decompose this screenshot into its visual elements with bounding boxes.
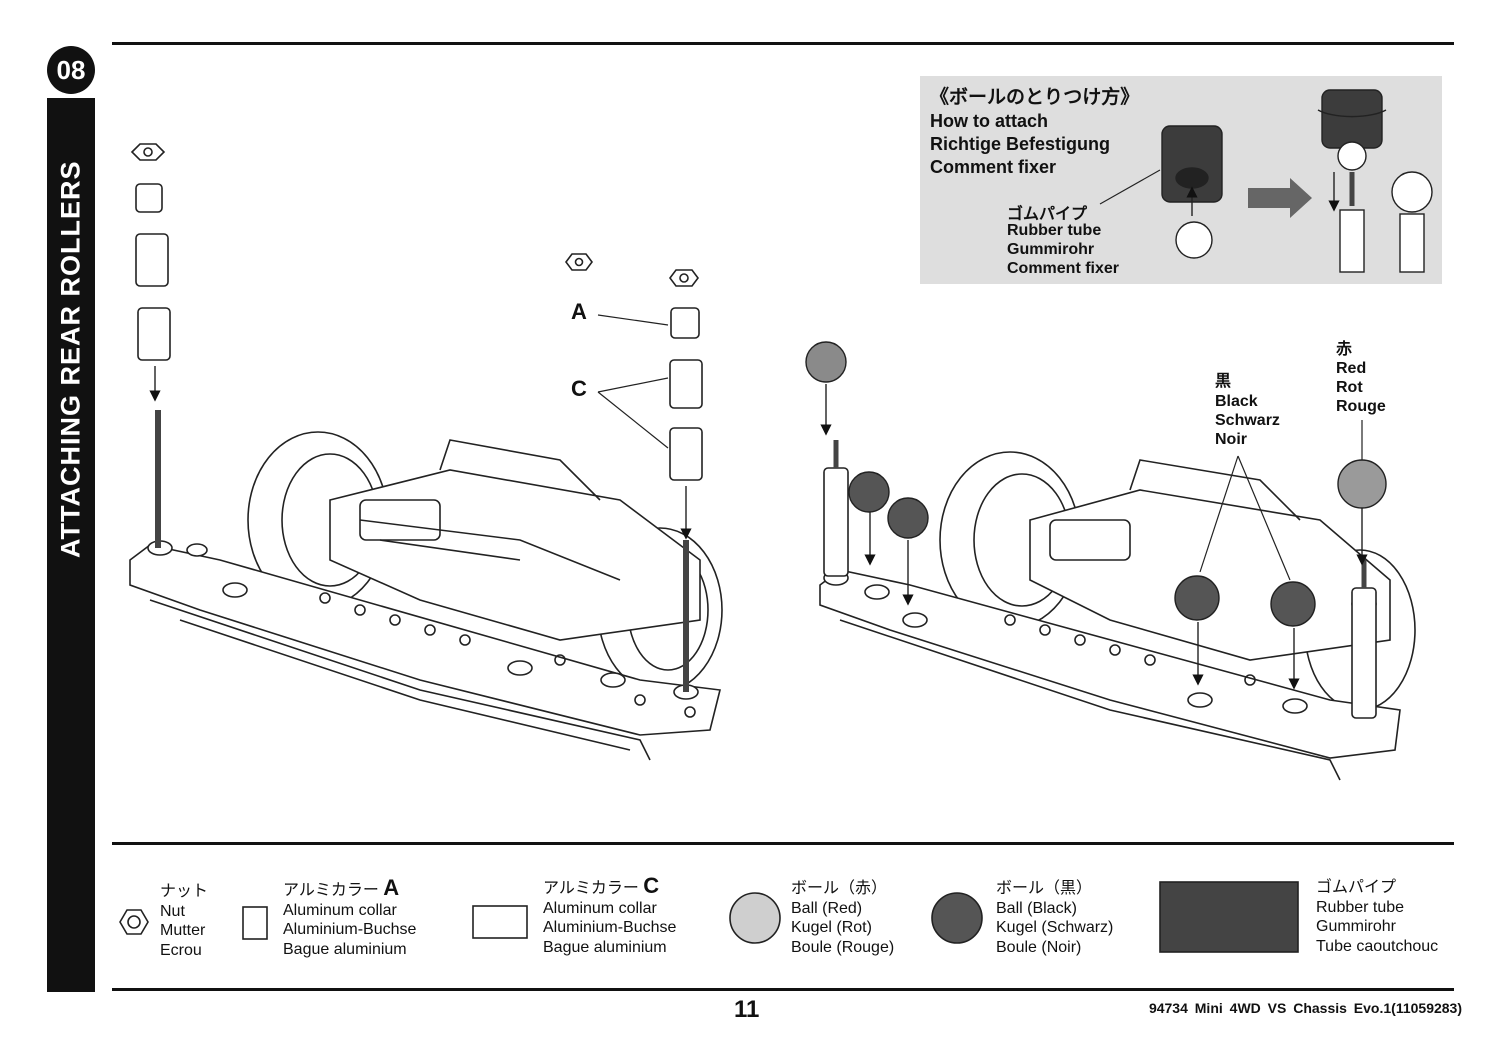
- how-to-title-fr: Comment fixer: [930, 157, 1057, 177]
- legend-top-rule: [112, 842, 1454, 845]
- roller-balls: [805, 341, 1387, 627]
- callout-red-jp: 赤: [1336, 341, 1353, 358]
- legend-ball-red: ボール（赤） Ball (Red) Kugel (Rot) Boule (Rou…: [791, 880, 895, 956]
- model-number: 94734 Mini 4WD VS Chassis Evo.1(11059283…: [1148, 1000, 1462, 1016]
- how-to-tube-fr: Comment fixer: [1007, 260, 1120, 277]
- callout-red-fr: Rouge: [1336, 398, 1386, 415]
- rubber-tube-icon: [1159, 881, 1299, 953]
- how-to-title-de: Richtige Befestigung: [930, 134, 1111, 154]
- how-to-tube-jp: ゴムパイプ: [1007, 206, 1088, 223]
- legend-icons: [119, 881, 1299, 953]
- legend-collar-a: アルミカラー A Aluminum collar Aluminium-Buchs…: [283, 875, 417, 958]
- page-number: 11: [734, 996, 760, 1023]
- collar-a-icon: [242, 906, 268, 940]
- ball-black-icon: [931, 892, 983, 944]
- side-title-bar: [47, 98, 95, 992]
- top-rule: [112, 42, 1454, 45]
- ball-red-icon: [729, 892, 781, 944]
- how-to-title-jp: 《ボールのとりつけ方》: [930, 87, 1140, 108]
- callout-red-de: Rot: [1336, 379, 1363, 396]
- how-to-tube-en: Rubber tube: [1007, 222, 1102, 239]
- step-number-badge: 08: [47, 46, 95, 94]
- how-to-tube-de: Gummirohr: [1007, 241, 1095, 258]
- left-chassis-drawing: [129, 143, 723, 761]
- callout-collar-c: C: [571, 376, 587, 401]
- collar-c-icon: [472, 905, 528, 939]
- callout-black-en: Black: [1215, 393, 1258, 410]
- right-chassis-drawing: [819, 384, 1416, 781]
- legend-rubber-tube: ゴムパイプ Rubber tube Gummirohr Tube caoutch…: [1316, 879, 1439, 955]
- how-to-attach-panel: 《ボールのとりつけ方》 How to attach Richtige Befes…: [920, 76, 1442, 284]
- legend-collar-c: アルミカラー C Aluminum collar Aluminium-Buchs…: [543, 873, 677, 956]
- legend-bottom-rule: [112, 988, 1454, 991]
- legend-nut: ナット Nut Mutter Ecrou: [160, 883, 209, 959]
- how-to-title-en: How to attach: [930, 111, 1049, 131]
- callout-black-fr: Noir: [1215, 431, 1247, 448]
- callout-collar-a: A: [571, 299, 587, 324]
- callout-red-en: Red: [1336, 360, 1367, 377]
- legend-ball-black: ボール（黒） Ball (Black) Kugel (Schwarz) Boul…: [996, 880, 1114, 956]
- callout-black-jp: 黒: [1215, 373, 1232, 390]
- callout-black-de: Schwarz: [1215, 412, 1280, 429]
